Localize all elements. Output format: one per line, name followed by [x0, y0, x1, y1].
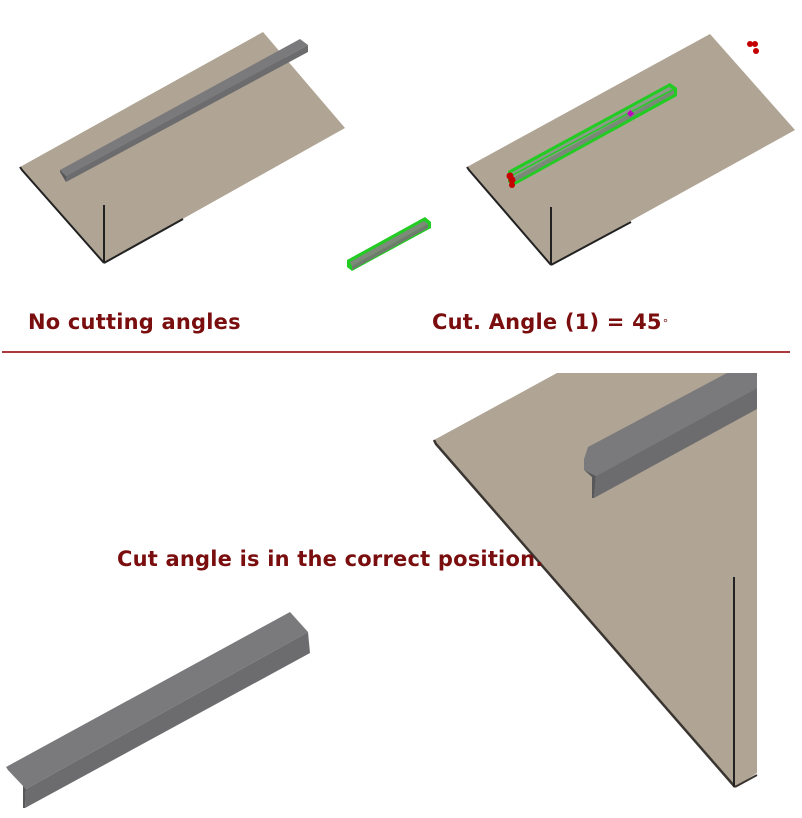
grip-point[interactable]: [747, 41, 753, 47]
plate: [467, 34, 795, 265]
angle-profile: [60, 39, 308, 182]
plate: [20, 32, 345, 263]
plate-edge: [432, 439, 736, 788]
selected-profile-preview: [347, 217, 431, 271]
degree-symbol: °: [662, 317, 669, 330]
plate-edge: [550, 221, 632, 266]
plate-edge: [103, 218, 184, 264]
caption-cut-angle: Cut. Angle (1) = 45°: [432, 310, 668, 334]
grip-point[interactable]: [508, 176, 516, 184]
bottom-left-profile: [6, 612, 310, 808]
section-divider: [2, 351, 790, 353]
caption-cut-angle-correct: Cut angle is in the correct position.: [117, 547, 544, 571]
caption-cut-angle-text: Cut. Angle (1) = 45: [432, 310, 662, 334]
top-left-view: [19, 32, 345, 264]
top-right-view: [466, 34, 795, 266]
bottom-right-zoom-view: [432, 373, 758, 788]
grip-point[interactable]: [509, 182, 515, 188]
grip-point[interactable]: [753, 48, 759, 54]
plate-edge: [466, 166, 552, 266]
plate-edge: [734, 774, 758, 788]
caption-no-cutting-angles: No cutting angles: [28, 310, 241, 334]
angle-profile-cut: [584, 373, 757, 498]
plate-edge: [19, 166, 105, 264]
midpoint-grip[interactable]: [626, 109, 635, 118]
plate: [434, 373, 757, 787]
grip-point[interactable]: [752, 41, 758, 47]
